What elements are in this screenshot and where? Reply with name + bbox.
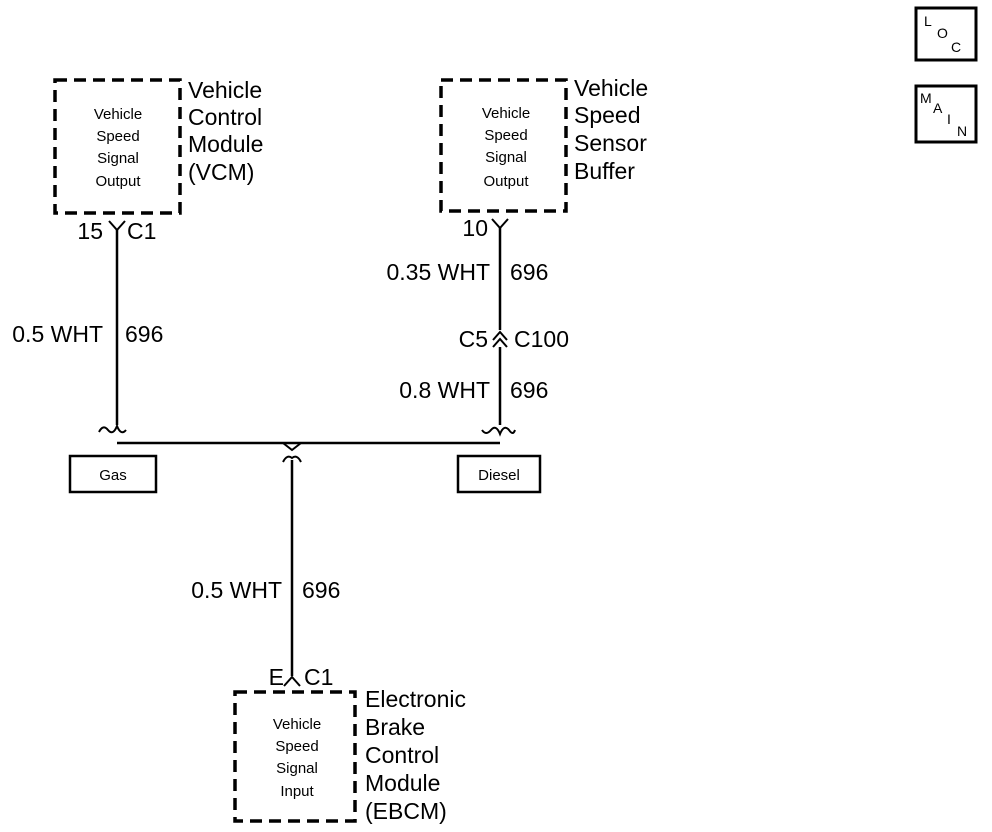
vcm-module-box [53, 78, 182, 215]
vssb-upper-circuit: 696 [510, 259, 548, 285]
bus-junction-symbol [282, 442, 302, 452]
loc-letter-l: L [924, 13, 932, 29]
ebcm-module-box [233, 690, 357, 823]
vssb-lower-circuit: 696 [510, 377, 548, 403]
ebcm-module: E C1 Vehicle Speed Signal Input Electron… [233, 664, 466, 824]
gas-option-label: Gas [99, 467, 127, 484]
ebcm-wire-gauge-color: 0.5 WHT [191, 577, 282, 603]
vssb-inner-label-3: Signal [485, 149, 527, 166]
inline-connector-chevron-upper [492, 330, 508, 341]
vssb-name-line-2: Speed [574, 102, 641, 128]
vssb-module-box [439, 78, 568, 213]
vcm-inner-label-1: Vehicle [94, 106, 142, 123]
inline-connector-c5-c100: C5 C100 [459, 326, 569, 352]
ebcm-name-line-4: Module [365, 770, 440, 796]
vcm-pin-label: 15 [77, 218, 103, 244]
gas-option: Gas [68, 454, 158, 494]
loc-letter-o: O [937, 25, 948, 41]
vcm-name-line-2: Control [188, 104, 262, 130]
main-letter-m: M [920, 90, 932, 106]
loc-icon[interactable] [914, 6, 978, 62]
ebcm-name-line-2: Brake [365, 714, 425, 740]
ebcm-pin-label: E [269, 664, 284, 690]
ebcm-inner-label-4: Input [280, 783, 314, 800]
vcm-inner-label-2: Speed [96, 128, 139, 145]
vcm-inner-label-4: Output [95, 173, 141, 190]
ebcm-name-line-5: (EBCM) [365, 798, 447, 824]
vcm-inner-label-3: Signal [97, 150, 139, 167]
gas-option-box [68, 454, 158, 494]
inline-connector-chevron-lower [492, 337, 508, 348]
vssb-inner-label-2: Speed [484, 127, 527, 144]
vssb-inner-label-1: Vehicle [482, 105, 530, 122]
vcm-wire-gauge-color: 0.5 WHT [12, 321, 103, 347]
vssb-upper-gauge-color: 0.35 WHT [386, 259, 490, 285]
ebcm-name-line-3: Control [365, 742, 439, 768]
main-nav-button[interactable]: M A I N [914, 84, 978, 144]
ebcm-inner-label-2: Speed [275, 738, 318, 755]
vssb-name-line-1: Vehicle [574, 75, 648, 101]
diesel-option-box [456, 454, 542, 494]
vcm-pin-connector-symbol [108, 220, 126, 232]
vcm-name-line-4: (VCM) [188, 159, 254, 185]
vcm-module: Vehicle Speed Signal Output Vehicle Cont… [53, 77, 263, 244]
main-letter-a: A [933, 100, 943, 116]
vssb-module: Vehicle Speed Signal Output Vehicle Spee… [439, 75, 648, 241]
ebcm-inner-label-1: Vehicle [273, 716, 321, 733]
vcm-name-line-3: Module [188, 131, 263, 157]
ebcm-name-line-1: Electronic [365, 686, 466, 712]
main-icon[interactable] [914, 84, 978, 144]
main-letter-i: I [947, 111, 951, 127]
vcm-connector-label: C1 [127, 218, 156, 244]
ebcm-splice-symbol [282, 455, 302, 463]
vssb-pin-connector-symbol [491, 218, 509, 230]
ebcm-inner-label-3: Signal [276, 760, 318, 777]
main-letter-n: N [957, 123, 967, 139]
vssb-lower-gauge-color: 0.8 WHT [399, 377, 490, 403]
ebcm-connector-label: C1 [304, 664, 333, 690]
inline-connector-right-label: C100 [514, 326, 569, 352]
vssb-pin-label: 10 [462, 215, 488, 241]
diesel-option: Diesel [456, 454, 542, 494]
vssb-name-line-4: Buffer [574, 158, 635, 184]
diesel-option-label: Diesel [478, 467, 520, 484]
loc-nav-button[interactable]: L O C [914, 6, 978, 62]
ebcm-pin-connector-symbol [283, 675, 301, 687]
ebcm-wire-circuit: 696 [302, 577, 340, 603]
vssb-name-line-3: Sensor [574, 130, 647, 156]
inline-connector-left-label: C5 [459, 326, 488, 352]
loc-letter-c: C [951, 39, 961, 55]
vcm-wire-circuit: 696 [125, 321, 163, 347]
vcm-splice-symbol [98, 423, 127, 434]
vssb-splice-symbol [481, 426, 516, 437]
vcm-name-line-1: Vehicle [188, 77, 262, 103]
vssb-inner-label-4: Output [483, 173, 529, 190]
